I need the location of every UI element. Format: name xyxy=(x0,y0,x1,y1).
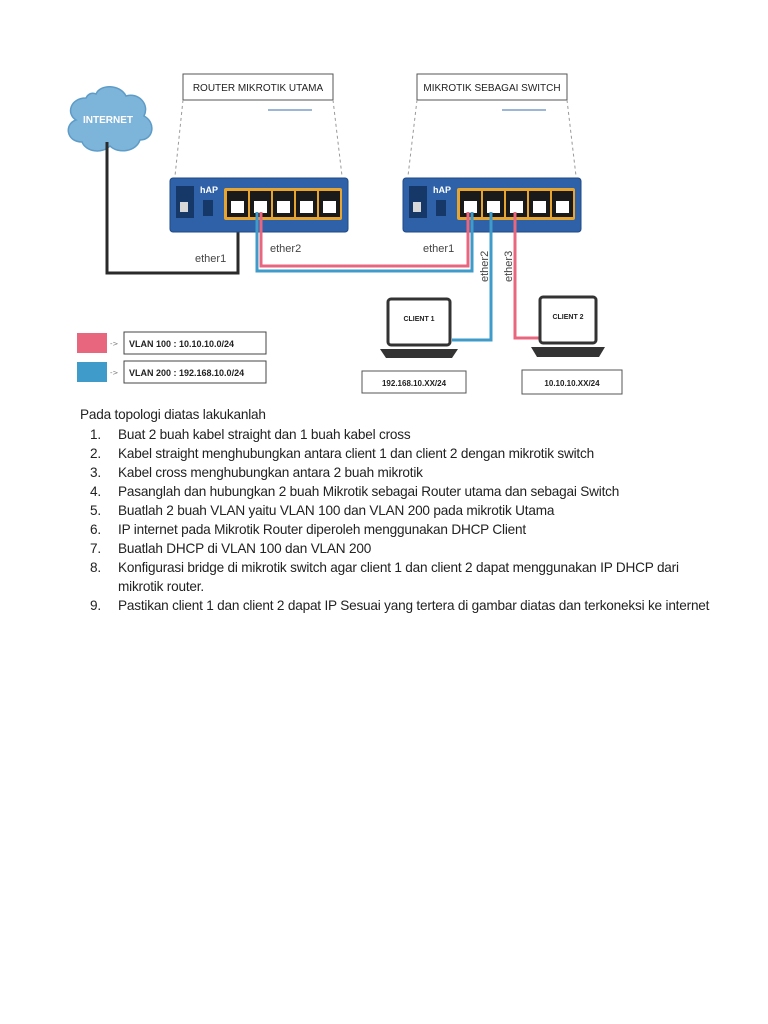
switch-leader-right xyxy=(566,99,577,177)
switch-ether2-label: ether2 xyxy=(479,251,491,282)
instruction-steps: 1. Buat 2 buah kabel straight dan 1 buah … xyxy=(80,425,720,615)
step-text: Pasanglah dan hubungkan 2 buah Mikrotik … xyxy=(118,484,620,499)
step-text: Buatlah 2 buah VLAN yaitu VLAN 100 dan V… xyxy=(118,503,555,518)
client2-ip-box xyxy=(521,369,623,395)
internet-cable xyxy=(105,142,240,275)
router-title-box xyxy=(182,73,334,101)
step-item: 7. Buatlah DHCP di VLAN 100 dan VLAN 200 xyxy=(80,539,720,558)
step-number: 8. xyxy=(90,560,101,575)
internet-label: INTERNET xyxy=(83,115,133,126)
router-ether2-label: ether2 xyxy=(270,243,301,255)
legend-label-vlan100: VLAN 100 : 10.10.10.0/24 xyxy=(129,339,234,349)
step-text: Kabel straight menghubungkan antara clie… xyxy=(118,446,594,461)
client2-laptop-icon: CLIENT 2 xyxy=(531,295,605,357)
svg-text:->: -> xyxy=(110,340,119,348)
step-item: 9. Pastikan client 1 dan client 2 dapat I… xyxy=(80,596,720,615)
legend-swatch-vlan100 xyxy=(77,333,107,353)
switch-ether3-label: ether3 xyxy=(503,251,515,282)
step-item: 6. IP internet pada Mikrotik Router diper… xyxy=(80,520,720,539)
cable-client1-vlan200 xyxy=(452,212,493,342)
legend-swatch-vlan200 xyxy=(77,362,107,382)
router-ether1-label: ether1 xyxy=(195,253,226,265)
client1-laptop-icon: CLIENT 1 xyxy=(380,297,458,358)
trunk-cable-vlan200 xyxy=(255,212,474,273)
router-brand: hAP xyxy=(200,185,218,195)
step-text: Buatlah DHCP di VLAN 100 dan VLAN 200 xyxy=(118,541,372,556)
step-number: 2. xyxy=(90,446,101,461)
client1-ip-box xyxy=(361,370,467,394)
legend-label-vlan200: VLAN 200 : 192.168.10.0/24 xyxy=(129,368,244,378)
trunk-cable-vlan100 xyxy=(259,212,470,268)
step-text: Buat 2 buah kabel straight dan 1 buah ka… xyxy=(118,427,411,442)
step-text: Konfigurasi bridge di mikrotik switch ag… xyxy=(118,560,679,594)
legend: -> VLAN 100 : 10.10.10.0/24 -> VLAN 200 … xyxy=(77,331,267,384)
step-item: 3. Kabel cross menghubungkan antara 2 bua… xyxy=(80,463,720,482)
switch-device: hAP xyxy=(402,177,582,233)
step-text: Kabel cross menghubungkan antara 2 buah … xyxy=(118,465,423,480)
internet-cloud-icon: INTERNET xyxy=(67,86,153,152)
step-item: 4. Pasanglah dan hubungkan 2 buah Mikroti… xyxy=(80,482,720,501)
step-item: 2. Kabel straight menghubungkan antara cl… xyxy=(80,444,720,463)
router-leader-left xyxy=(174,99,184,177)
step-text: Pastikan client 1 dan client 2 dapat IP … xyxy=(118,598,710,613)
cable-client2-vlan100 xyxy=(513,212,541,340)
client2-label: CLIENT 2 xyxy=(552,314,583,321)
network-topology-diagram: INTERNET ROUTER MIKROTIK UTAMA MIKROTIK … xyxy=(67,73,623,395)
step-text: IP internet pada Mikrotik Router diperol… xyxy=(118,522,526,537)
step-number: 3. xyxy=(90,465,101,480)
client1-ip: 192.168.10.XX/24 xyxy=(382,379,447,388)
router-leader-right xyxy=(332,99,343,177)
step-number: 5. xyxy=(90,503,101,518)
step-item: 8. Konfigurasi bridge di mikrotik switch … xyxy=(80,558,720,596)
client1-label: CLIENT 1 xyxy=(403,316,434,323)
router-device: hAP xyxy=(169,177,349,233)
step-number: 7. xyxy=(90,541,101,556)
switch-brand: hAP xyxy=(433,185,451,195)
instructions-intro: Pada topologi diatas lakukanlah xyxy=(80,407,266,422)
step-number: 6. xyxy=(90,522,101,537)
instructions: Pada topologi diatas lakukanlah 1. Buat 2… xyxy=(80,405,720,615)
step-item: 5. Buatlah 2 buah VLAN yaitu VLAN 100 dan… xyxy=(80,501,720,520)
switch-title: MIKROTIK SEBAGAI SWITCH xyxy=(423,83,560,94)
step-number: 1. xyxy=(90,427,101,442)
svg-text:->: -> xyxy=(110,369,119,377)
switch-title-box xyxy=(416,73,568,101)
switch-ether1-label: ether1 xyxy=(423,243,454,255)
step-item: 1. Buat 2 buah kabel straight dan 1 buah … xyxy=(80,425,720,444)
client2-ip: 10.10.10.XX/24 xyxy=(544,379,600,388)
step-number: 4. xyxy=(90,484,101,499)
step-number: 9. xyxy=(90,598,101,613)
switch-leader-left xyxy=(407,99,418,177)
router-title: ROUTER MIKROTIK UTAMA xyxy=(193,83,324,94)
